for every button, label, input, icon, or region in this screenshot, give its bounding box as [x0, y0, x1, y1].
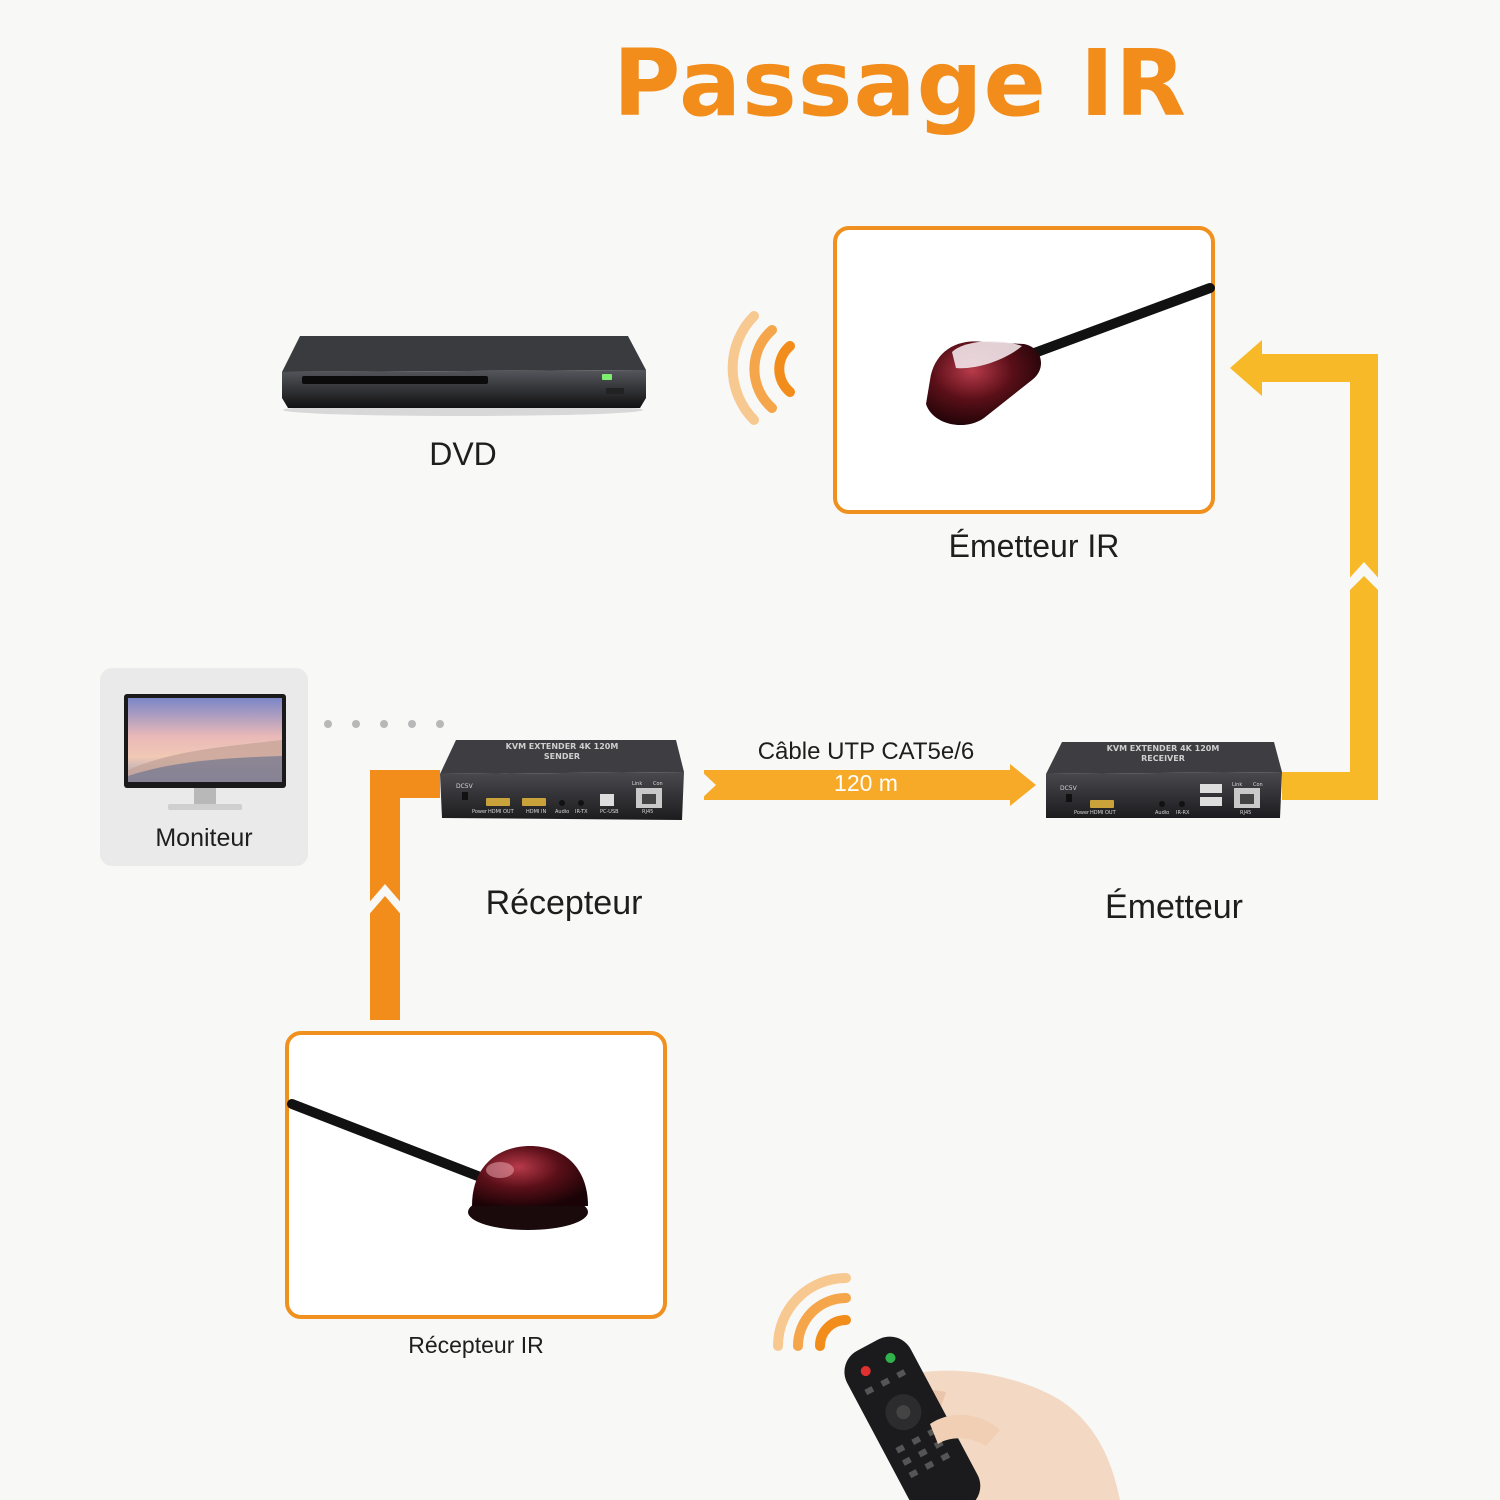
monitor-label: Moniteur: [155, 824, 253, 852]
sender-port-link: Link: [632, 781, 642, 787]
receiver-port-con: Con: [1253, 782, 1263, 788]
receiver-port-link: Link: [1232, 782, 1242, 788]
receiver-name: KVM EXTENDER 4K 120M: [1107, 744, 1220, 753]
ir-receiver-label: Récepteur IR: [408, 1332, 544, 1358]
receiver-port-dc: DC5V: [1060, 785, 1078, 792]
sender-port-hdmi-in: HDMI IN: [526, 809, 546, 815]
sender-role: SENDER: [544, 752, 580, 761]
dvd-label: DVD: [429, 436, 497, 472]
receiver-role: RECEIVER: [1141, 754, 1185, 763]
ir-emitter-label: Émetteur IR: [948, 528, 1120, 564]
sender-port-usb: PC-USB: [600, 809, 619, 815]
sender-port-ir: IR-TX: [575, 809, 588, 815]
receiver-port-audio: Audio: [1155, 810, 1169, 816]
sender-port-rj45: RJ45: [642, 809, 653, 815]
receiver-port-hdmi-out: HDMI OUT: [1090, 810, 1117, 816]
sender-port-con: Con: [653, 781, 663, 787]
receiver-port-ir: IR-RX: [1176, 810, 1190, 816]
cable-length-label: 120 m: [834, 770, 898, 796]
sender-port-dc: DC5V: [456, 783, 474, 790]
cable-right-loop: [1230, 340, 1382, 800]
dvd-player-icon: [282, 336, 646, 416]
sender-name: KVM EXTENDER 4K 120M: [506, 742, 619, 751]
receiver-device: KVM EXTENDER 4K 120M RECEIVER DC5V Power…: [1046, 742, 1282, 818]
monitor-icon: [124, 694, 286, 810]
sender-port-audio: Audio: [555, 809, 569, 815]
receiver-port-power: Power: [1074, 810, 1090, 816]
receiver-label: Récepteur: [485, 884, 643, 922]
cable-left-loop: [366, 770, 440, 1020]
cable-type-label: Câble UTP CAT5e/6: [757, 738, 975, 765]
sender-device: KVM EXTENDER 4K 120M SENDER DC5V Power H…: [440, 740, 684, 820]
ir-receiver-icon: [287, 1099, 588, 1230]
cable-middle: [700, 764, 1036, 806]
transmitter-label: Émetteur: [1105, 888, 1243, 926]
signal-waves-icon: [773, 1273, 851, 1351]
ir-emitter-icon: [926, 283, 1215, 426]
page-title: Passage IR: [613, 30, 1187, 137]
receiver-port-rj45: RJ45: [1240, 810, 1251, 816]
sender-port-power: Power: [472, 809, 488, 815]
remote-control-icon: [844, 1336, 1120, 1500]
sender-port-hdmi-out: HDMI OUT: [488, 809, 515, 815]
signal-waves-icon: [727, 311, 795, 425]
dotted-connection: [324, 720, 444, 728]
